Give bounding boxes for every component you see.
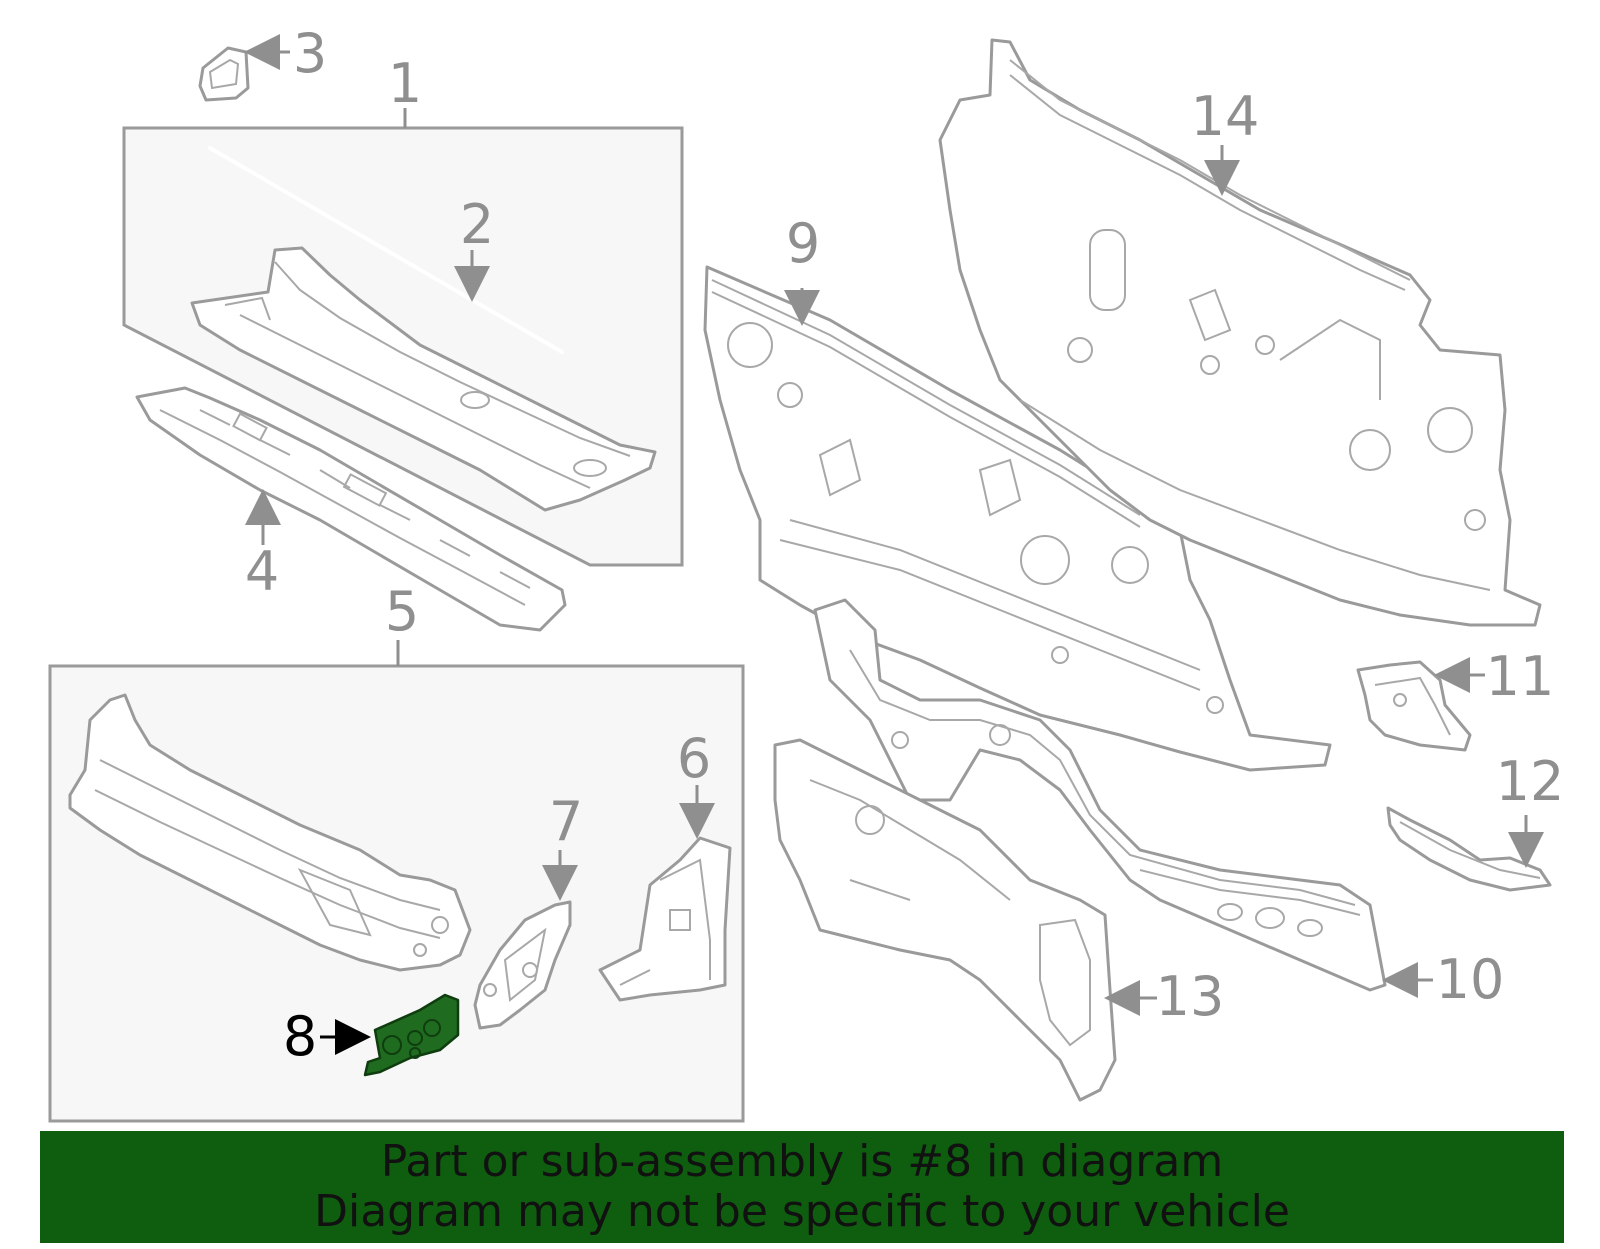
callout-13: 13 <box>1156 965 1225 1028</box>
part-1-cowl-top <box>190 246 657 512</box>
part-2-weatherstrip <box>208 146 564 354</box>
callout-7: 7 <box>549 790 583 853</box>
callout-1: 1 <box>388 52 422 115</box>
part-7-bracket <box>473 900 572 1030</box>
callout-5: 5 <box>385 580 419 643</box>
part-14-insulator <box>938 38 1542 627</box>
callout-10: 10 <box>1436 948 1505 1011</box>
callout-9: 9 <box>786 212 820 275</box>
callout-4: 4 <box>245 540 279 603</box>
callout-2: 2 <box>460 193 494 256</box>
callout-3: 3 <box>293 22 327 85</box>
part-11-bracket <box>1356 660 1472 752</box>
part-13-silencer <box>773 738 1117 1102</box>
callout-11: 11 <box>1486 645 1555 708</box>
part-3-clip <box>198 46 250 102</box>
part-8-highlighted[interactable] <box>363 993 460 1077</box>
callout-6: 6 <box>677 727 711 790</box>
part-6-side-panel <box>598 836 732 1002</box>
part-12-seal <box>1386 806 1552 892</box>
part-5-cowl-assembly <box>68 693 472 972</box>
banner-line-part: Part or sub-assembly is #8 in diagram <box>380 1136 1224 1187</box>
banner-line-disclaimer: Diagram may not be specific to your vehi… <box>314 1186 1290 1237</box>
info-banner: Part or sub-assembly is #8 in diagram Di… <box>40 1131 1564 1243</box>
callout-12: 12 <box>1496 750 1565 813</box>
callout-14: 14 <box>1191 85 1260 148</box>
callout-8: 8 <box>283 1005 317 1068</box>
